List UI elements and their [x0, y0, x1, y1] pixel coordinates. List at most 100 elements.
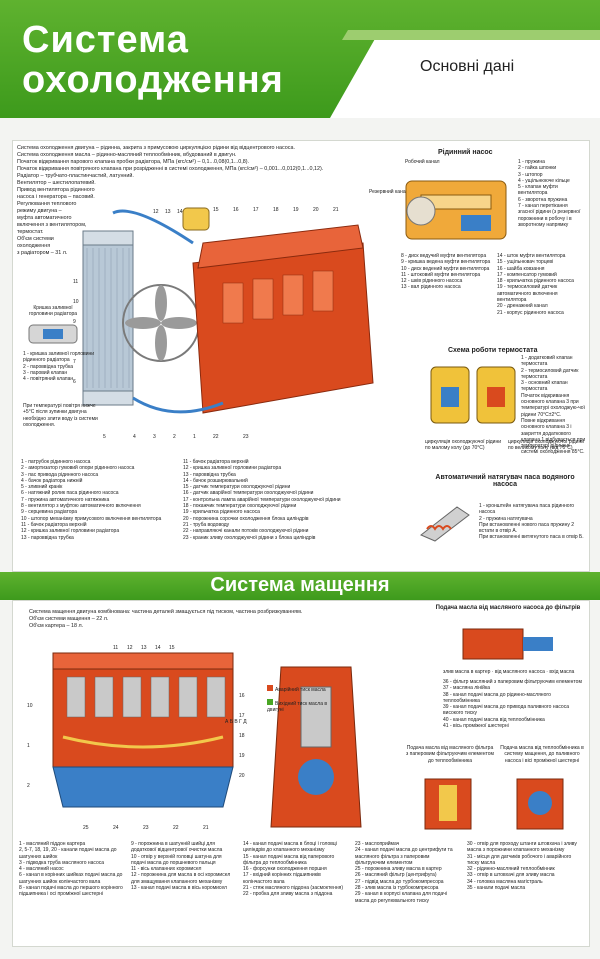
lube-section-piston: [300, 686, 332, 748]
pump-label-working: Робочий канал: [405, 159, 440, 165]
thermostat-illustration: [430, 366, 516, 424]
cooling-intro-top: Система охолодження двигуна – рідинна, з…: [17, 145, 324, 186]
fan-blades: [125, 285, 197, 361]
warning-output-icon: [267, 699, 273, 705]
cap-note: При температурі повітря нижче +5°С після…: [23, 403, 98, 428]
page-subtitle: Основні дані: [420, 58, 515, 75]
lube-legend-col2: 9 - порожнина в шатунній шийці для додат…: [131, 841, 231, 892]
lube-banner: Система мащення: [0, 572, 600, 600]
exchanger-illustration: [516, 778, 564, 830]
header: Система охолодження Основні дані: [0, 0, 600, 118]
svg-text:20: 20: [313, 207, 319, 213]
oil-feed-legend: 36 - фільтр масляний з паперовим фільтру…: [443, 679, 582, 730]
svg-text:17: 17: [253, 207, 259, 213]
exchanger-caption: Подача масла від теплообмінника в систем…: [500, 745, 584, 764]
oil-feed-labels: злив масла в картер · від масляного насо…: [443, 669, 575, 675]
svg-text:21: 21: [333, 207, 339, 213]
lube-engine-head: [52, 652, 234, 670]
lube-legend-col5: 30 - отвір для проходу штанги штовхача і…: [467, 841, 577, 892]
svg-text:15: 15: [169, 645, 175, 651]
thermo-title: Схема роботи термостата: [448, 347, 538, 354]
svg-text:16: 16: [239, 693, 245, 699]
svg-text:22: 22: [213, 434, 219, 440]
tensioner-illustration: [420, 506, 470, 542]
engine-block: [192, 242, 374, 414]
warning-output: Вихідний тиск масла в двигуні: [267, 699, 328, 714]
tensioner-legend: 1 - кронштейн натягувача паса рідинного …: [479, 503, 584, 541]
radiator-top-tank: [82, 230, 134, 246]
svg-text:1: 1: [193, 434, 196, 440]
coolant-pipe-top: [112, 209, 194, 245]
cap-illustration: [28, 324, 78, 344]
lube-legend-col1: 1 - масляний піддон картера 2, 5-7, 18, …: [19, 841, 123, 898]
pump-pulley: [406, 196, 436, 226]
svg-text:23: 23: [243, 434, 249, 440]
thermo-caption-small: циркуляція охолоджуючої рідини по малому…: [425, 439, 502, 452]
header-stripe: [342, 30, 600, 40]
pump-legend-b: 14 - шток муфти вентилятора 15 - ущільню…: [497, 253, 574, 316]
svg-text:18: 18: [239, 733, 245, 739]
cap-caption: Кришка заливної горловини радіатора: [28, 305, 78, 318]
lube-letters: А Б В Г Д: [225, 719, 247, 725]
svg-text:2: 2: [173, 434, 176, 440]
pump-label-reserve: Резервний канал: [369, 189, 409, 195]
engine-details: [222, 270, 334, 324]
svg-text:24: 24: [113, 825, 119, 831]
cylinder-head: [197, 224, 364, 269]
svg-text:20: 20: [239, 773, 245, 779]
svg-text:9: 9: [73, 319, 76, 325]
svg-text:1: 1: [27, 743, 30, 749]
oil-sump: [52, 766, 234, 808]
filter-illustration: [424, 778, 472, 830]
tensioner-title: Автоматичний натягувач паса водяного нас…: [435, 474, 575, 488]
svg-text:2: 2: [27, 783, 30, 789]
lube-pistons: [66, 676, 226, 718]
svg-text:3: 3: [153, 434, 156, 440]
svg-text:12: 12: [127, 645, 133, 651]
thermo-legend: 1 - додатковий клапан термостата 2 - тер…: [521, 355, 586, 456]
svg-text:14: 14: [155, 645, 161, 651]
thermo-caption-large: циркуляція охолоджуючої рідини по велико…: [508, 439, 585, 452]
expansion-tank: [182, 207, 210, 231]
cooling-panel: Система охолодження двигуна – рідинна, з…: [12, 140, 590, 572]
cooling-legend-right: 11 - бачок радіатора верхній 12 - кришка…: [183, 459, 341, 541]
crankshaft: [62, 735, 224, 749]
coolant-pipe-bottom: [132, 396, 224, 414]
svg-text:7: 7: [73, 359, 76, 365]
svg-text:25: 25: [83, 825, 89, 831]
svg-text:11: 11: [73, 279, 78, 285]
svg-text:10: 10: [27, 703, 33, 709]
lube-panel: Система мащення двигуна комбінована: час…: [12, 600, 590, 947]
svg-text:21: 21: [203, 825, 209, 831]
cap-legend: 1 - кришка заливної горловини рідинного …: [23, 351, 95, 383]
svg-text:19: 19: [293, 207, 299, 213]
svg-text:17: 17: [239, 713, 245, 719]
lube-section-crank: [298, 759, 334, 795]
lube-legend-col4: 23 - маслоприймач 24 - канал подачі масл…: [355, 841, 453, 904]
svg-text:18: 18: [273, 207, 279, 213]
svg-text:23: 23: [143, 825, 149, 831]
svg-text:11: 11: [113, 645, 118, 651]
pump-illustration: [405, 180, 507, 240]
lube-cross-section: [270, 666, 362, 828]
svg-text:5: 5: [103, 434, 106, 440]
svg-text:15: 15: [213, 207, 219, 213]
pump-title: Рідинний насос: [438, 149, 493, 156]
lube-intro: Система мащення двигуна комбінована: час…: [29, 609, 303, 629]
lube-legend-col3: 14 - канал подачі масла в блоці і головц…: [243, 841, 343, 898]
svg-text:10: 10: [73, 299, 79, 305]
oil-feed-illustration: [462, 628, 553, 660]
filter-caption: Подача масла від масляного фільтра з пап…: [406, 745, 494, 764]
oil-feed-title: Подача масла від масляного насоса до філ…: [435, 605, 581, 611]
svg-text:14: 14: [177, 209, 183, 215]
lube-banner-title: Система мащення: [210, 574, 390, 596]
svg-text:6: 6: [73, 379, 76, 385]
pump-legend-a: 8 - диск ведучий муфти вентилятора 9 - к…: [401, 253, 491, 291]
svg-text:16: 16: [233, 207, 239, 213]
svg-text:13: 13: [165, 209, 171, 215]
svg-text:13: 13: [141, 645, 147, 651]
pump-coolant: [461, 215, 491, 231]
